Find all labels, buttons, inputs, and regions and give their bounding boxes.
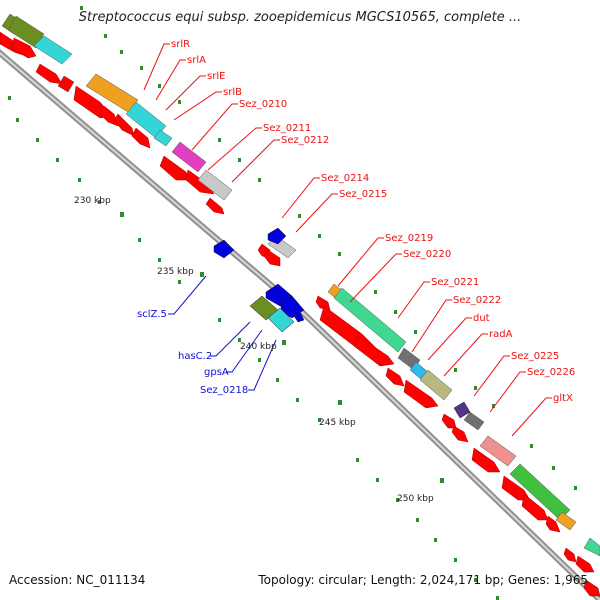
gene-label: Sez_0214	[321, 173, 369, 184]
gene-label: dut	[473, 313, 490, 324]
tick-ring-inner	[8, 96, 499, 600]
topology-summary: Topology: circular; Length: 2,024,171 bp…	[258, 573, 588, 587]
gene-label: sclZ.5	[137, 309, 167, 320]
gene-label: Sez_0225	[511, 351, 559, 362]
gene-label: Sez_0215	[339, 189, 387, 200]
kbp-labels: 230 kbp 235 kbp 240 kbp 245 kbp 250 kbp	[74, 196, 434, 504]
kbp-tick-label: 250 kbp	[397, 494, 434, 504]
gene-label: hasC.2	[178, 351, 212, 362]
gene-label: srlB	[223, 87, 242, 98]
gene-label: Sez_0220	[403, 249, 451, 260]
gene-label: Sez_0218	[200, 385, 248, 396]
kbp-tick-label: 245 kbp	[319, 418, 356, 428]
forward-genes-track	[0, 31, 600, 597]
gene-label: Sez_0219	[385, 233, 433, 244]
gene-label: radA	[489, 329, 513, 340]
gene-labels-blue: sclZ.5 hasC.2 gpsA Sez_0218	[137, 309, 248, 396]
tick-ring-outer	[80, 6, 577, 490]
gene-label: Sez_0221	[431, 277, 479, 288]
kbp-tick-label: 230 kbp	[74, 196, 111, 206]
kbp-tick-label: 235 kbp	[157, 267, 194, 277]
gene-label: Sez_0211	[263, 123, 311, 134]
gene-label: Sez_0212	[281, 135, 329, 146]
reverse-genes-track	[213, 227, 471, 419]
cog-track	[1, 13, 600, 557]
gene-label: Sez_0222	[453, 295, 501, 306]
map-title: Streptococcus equi subsp. zooepidemicus …	[78, 10, 522, 25]
gene-label: gpsA	[204, 367, 229, 378]
gene-label: srlR	[171, 39, 190, 50]
gene-label: srlE	[207, 71, 225, 82]
leader-lines	[143, 43, 552, 437]
gene-label: Sez_0210	[239, 99, 287, 110]
gene-label: Sez_0226	[527, 367, 575, 378]
gene-label: srlA	[187, 55, 206, 66]
kbp-tick-label: 240 kbp	[240, 342, 277, 352]
accession-text: Accession: NC_011134	[9, 573, 146, 587]
leader-lines-blue	[168, 275, 277, 391]
gene-label: gltX	[553, 393, 573, 404]
